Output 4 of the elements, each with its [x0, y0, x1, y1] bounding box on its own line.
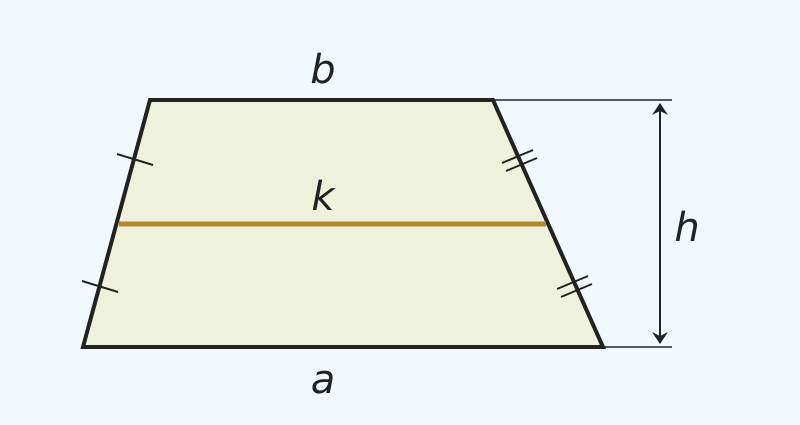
side-label: k	[311, 177, 335, 217]
side-label: a	[310, 360, 336, 400]
side-label: h	[674, 208, 700, 248]
side-label: b	[310, 50, 336, 90]
